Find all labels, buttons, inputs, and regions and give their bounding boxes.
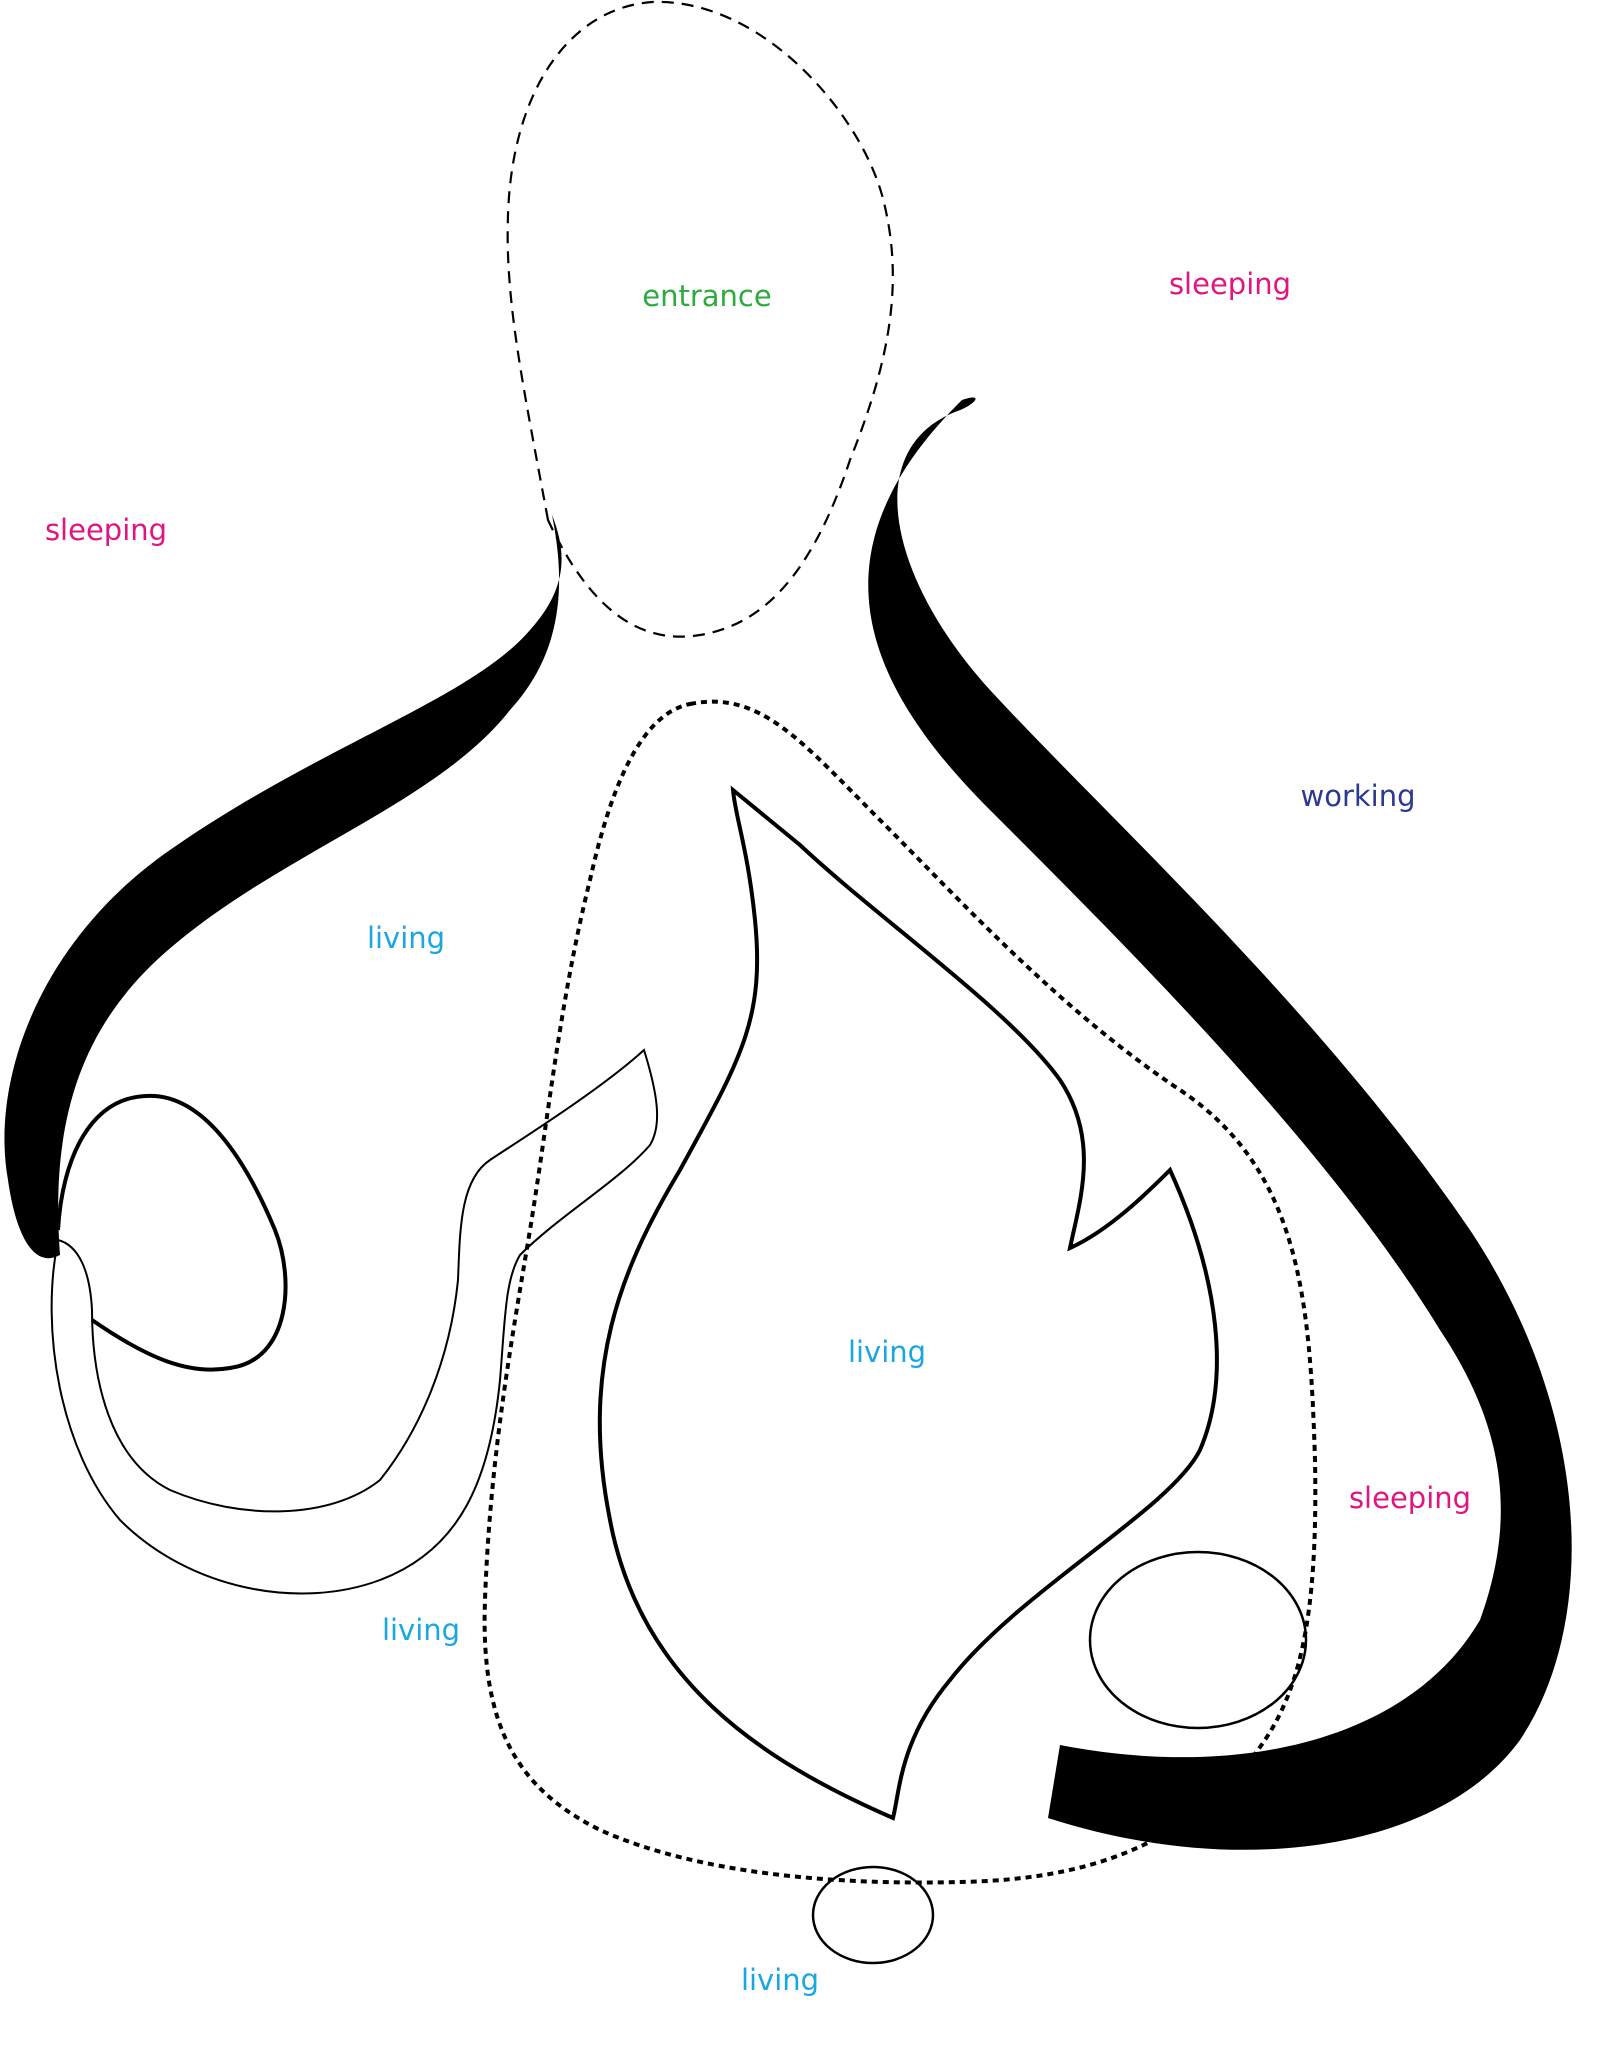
left-rounded-room [56,1093,288,1372]
entrance-zone-outline [506,0,894,638]
bottom-small-circle [811,1865,935,1965]
right-oval-room [1088,1550,1308,1730]
right-swoosh-wall [868,397,1572,1850]
left-swoosh-wall [4,515,562,1259]
flame-shaped-room [597,785,1219,1821]
label-living-lower-left: living [382,1613,460,1647]
label-sleeping-right: sleeping [1349,1481,1471,1515]
label-living-center: living [848,1335,926,1369]
label-entrance: entrance [642,279,771,313]
label-living-bottom: living [741,1963,819,1997]
label-living-upper-left: living [367,921,445,955]
label-sleeping-top-right: sleeping [1169,267,1291,301]
label-working: working [1300,779,1415,813]
left-thin-corridor [50,1048,659,1595]
label-sleeping-left: sleeping [45,513,167,547]
living-zone-dotted-outline [482,699,1318,1885]
